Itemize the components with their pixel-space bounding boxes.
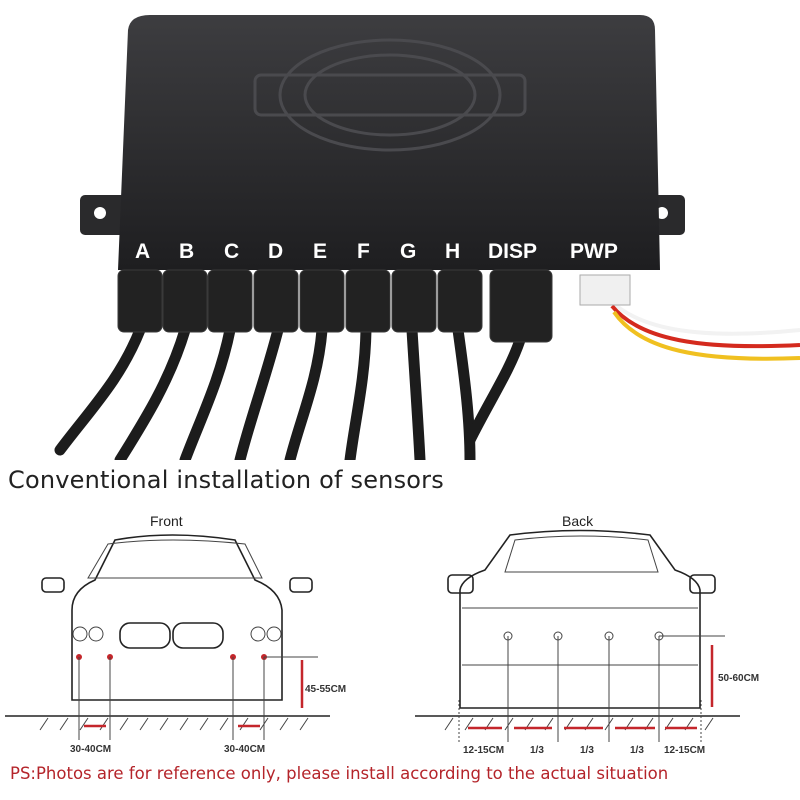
back-spacing-4: 12-15CM	[664, 745, 705, 756]
port-label-e: E	[313, 240, 327, 263]
port-label-b: B	[179, 240, 194, 263]
back-spacing-3: 1/3	[630, 745, 644, 756]
back-car-outline	[459, 529, 701, 709]
port-label-pwp: PWP	[570, 240, 618, 263]
port-label-c: C	[224, 240, 239, 263]
connector-plugs	[117, 269, 553, 343]
logo-emboss	[253, 38, 527, 152]
front-spacing-left: 30-40CM	[70, 744, 111, 755]
power-connector	[579, 274, 631, 306]
port-label-d: D	[268, 240, 283, 263]
reference-note: PS:Photos are for reference only, please…	[10, 764, 669, 783]
back-diagram: Back 50-60CM 12-15CM 1/3 1/3 1/3 12-15CM	[415, 513, 759, 756]
back-spacing-0: 12-15CM	[463, 745, 504, 756]
port-label-disp: DISP	[488, 240, 537, 263]
sensor-cables	[54, 324, 526, 460]
back-spacing-2: 1/3	[580, 745, 594, 756]
installation-diagram: Front 45-55CM 30-40CM 30-40CM Back 50-60…	[5, 513, 759, 756]
port-label-g: G	[400, 240, 416, 263]
port-label-h: H	[445, 240, 460, 263]
back-height-label: 50-60CM	[718, 673, 759, 684]
back-spacing-1: 1/3	[530, 745, 544, 756]
section-heading: Conventional installation of sensors	[8, 466, 444, 494]
front-label: Front	[150, 513, 183, 529]
port-label-a: A	[135, 240, 150, 263]
control-box-photo: A B C D E F G H DISP PWP	[54, 15, 800, 460]
control-box	[118, 15, 660, 270]
front-spacing-right: 30-40CM	[224, 744, 265, 755]
front-car-outline	[71, 534, 283, 701]
port-label-f: F	[357, 240, 370, 263]
front-height-label: 45-55CM	[305, 684, 346, 695]
front-diagram: Front 45-55CM 30-40CM 30-40CM	[5, 513, 346, 755]
back-label: Back	[562, 513, 594, 529]
power-wires	[608, 298, 800, 361]
